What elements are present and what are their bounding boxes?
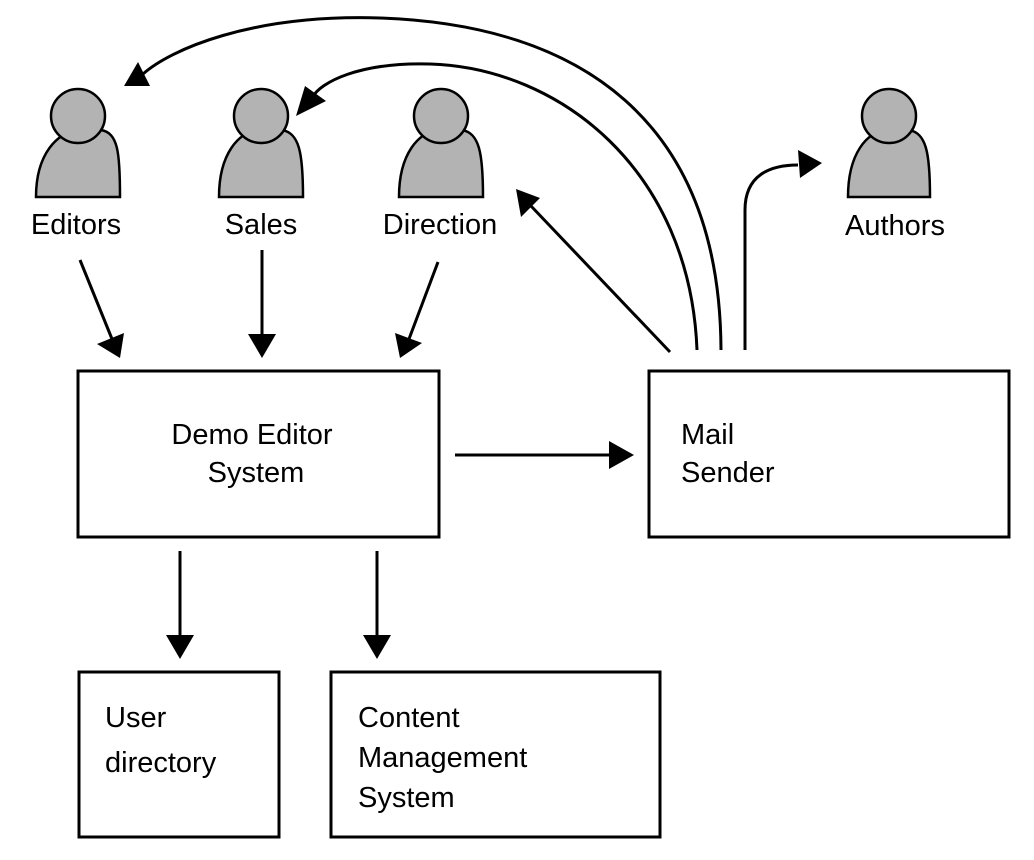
person-icon — [217, 87, 305, 199]
actor-label-editors: Editors — [31, 209, 121, 241]
arrow-direction-to-demo-editor — [395, 261, 440, 358]
system-content-management: Content Management System — [329, 670, 662, 839]
arrow-mail-sender-to-direction — [516, 189, 672, 354]
system-demo-editor: Demo Editor System — [76, 369, 441, 539]
actor-sales: Sales — [217, 87, 305, 241]
person-icon — [846, 87, 932, 199]
person-icon — [397, 87, 485, 199]
arrow-mail-sender-to-authors — [743, 150, 822, 350]
actor-label-sales: Sales — [225, 209, 298, 241]
actor-authors: Authors — [845, 87, 945, 242]
cms-line-3: System — [358, 782, 455, 814]
actor-direction: Direction — [383, 87, 497, 241]
cms-line-1: Content — [358, 702, 460, 734]
demo-editor-line-1: Demo Editor — [171, 419, 333, 451]
arrow-mail-sender-to-editors — [124, 16, 723, 351]
actor-label-direction: Direction — [383, 209, 497, 241]
person-icon — [34, 87, 122, 199]
demo-editor-line-2: System — [208, 457, 305, 489]
arrow-demo-editor-to-mail-sender — [455, 441, 634, 469]
arrow-mail-sender-to-sales — [296, 62, 699, 351]
cms-line-2: Management — [358, 742, 527, 774]
mail-sender-line-1: Mail — [681, 419, 734, 451]
arrow-demo-editor-to-user-directory — [166, 551, 194, 659]
arrow-sales-to-demo-editor — [248, 250, 276, 358]
system-mail-sender: Mail Sender — [647, 369, 1011, 539]
user-directory-line-1: User — [105, 702, 167, 734]
actor-label-authors: Authors — [845, 210, 945, 242]
arrow-editors-to-demo-editor — [78, 259, 124, 358]
actor-editors: Editors — [31, 87, 122, 241]
mail-sender-line-2: Sender — [681, 457, 775, 489]
user-directory-line-2: directory — [105, 747, 217, 779]
system-user-directory: User directory — [77, 670, 281, 839]
arrow-demo-editor-to-cms — [363, 551, 391, 659]
